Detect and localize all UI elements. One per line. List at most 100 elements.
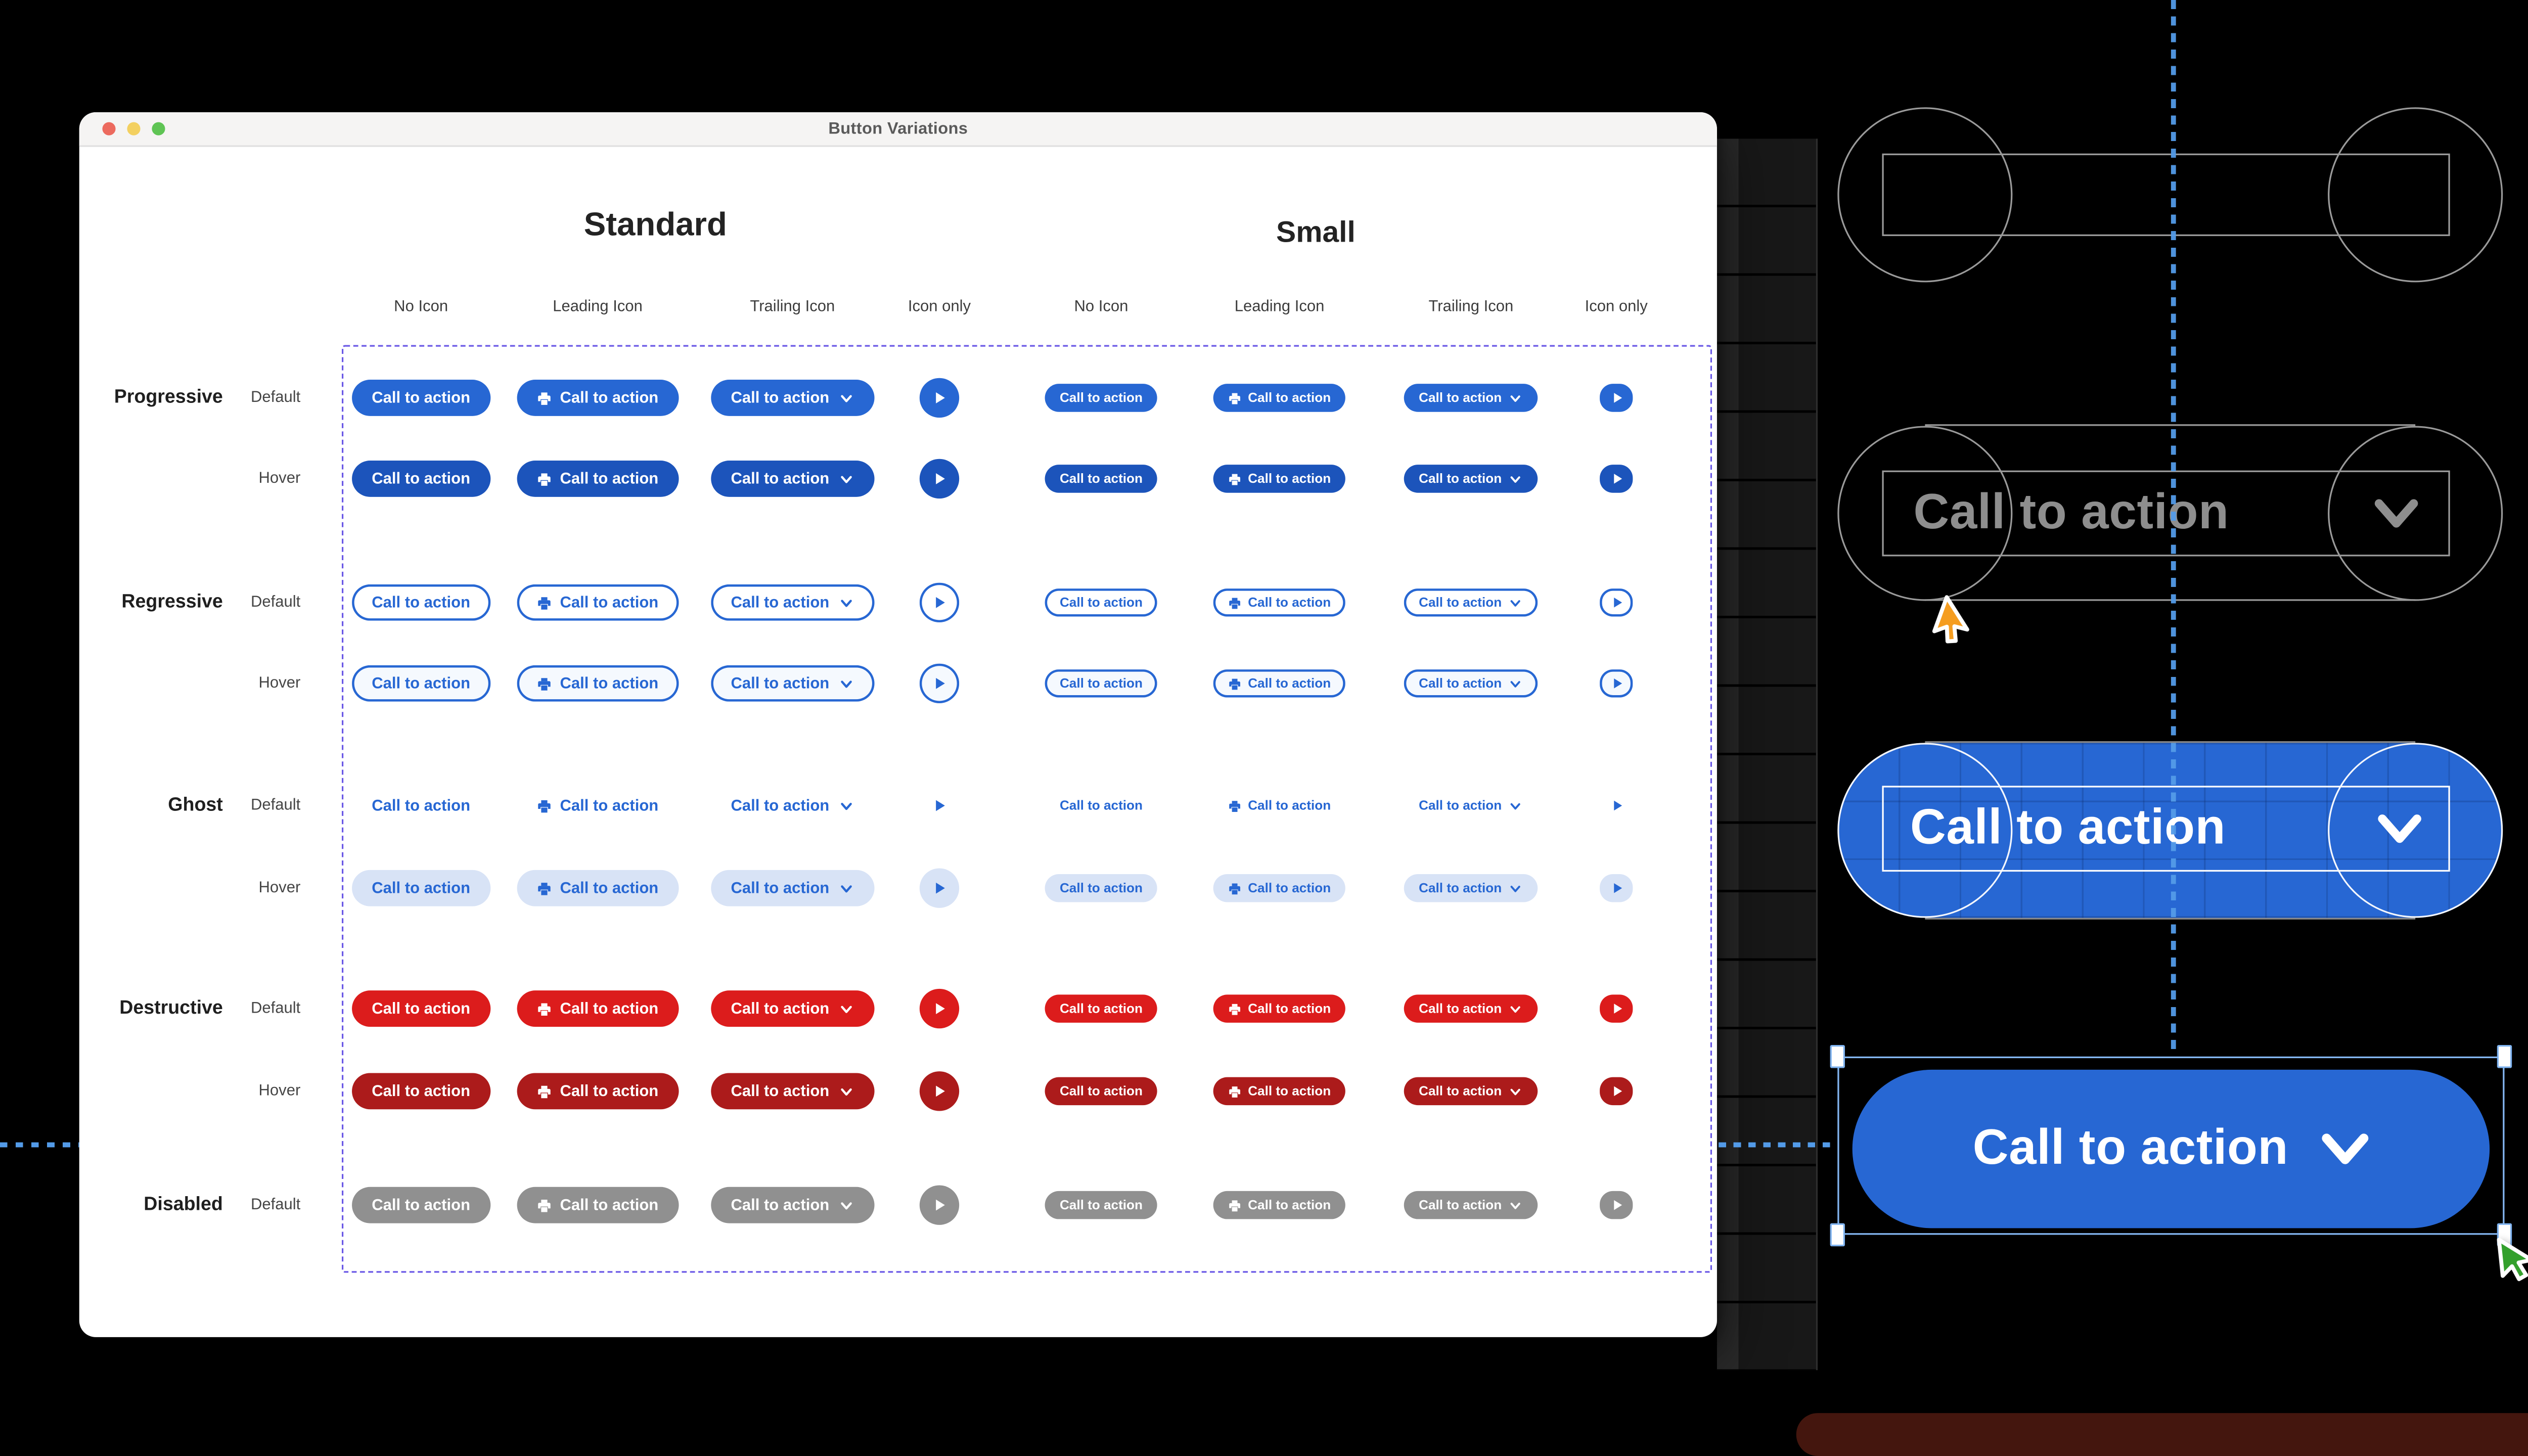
button-regressive-hover-small-icon-only[interactable] bbox=[1600, 669, 1633, 698]
button-regressive-default-standard-no-icon[interactable]: Call to action bbox=[352, 584, 490, 621]
button-progressive-hover-standard-leading-icon[interactable]: Call to action bbox=[517, 461, 679, 497]
button-regressive-default-standard-trailing-icon[interactable]: Call to action bbox=[711, 584, 874, 621]
button-regressive-hover-small-trailing-icon[interactable]: Call to action bbox=[1404, 669, 1539, 698]
blue-construction-button[interactable]: Call to action bbox=[1837, 743, 2503, 918]
button-regressive-hover-standard-leading-icon[interactable]: Call to action bbox=[517, 665, 679, 702]
button-ghost-hover-standard-leading-icon[interactable]: Call to action bbox=[517, 870, 679, 906]
button-progressive-default-small-icon-only[interactable] bbox=[1600, 384, 1633, 412]
resize-handle-top-right[interactable] bbox=[2497, 1044, 2512, 1068]
state-label-progressive-hover: Hover bbox=[258, 469, 301, 488]
button-label: Call to action bbox=[1248, 390, 1331, 405]
button-disabled-default-small-leading-icon[interactable]: Call to action bbox=[1213, 1191, 1346, 1219]
zoom-button[interactable] bbox=[152, 122, 165, 135]
button-progressive-hover-small-icon-only[interactable] bbox=[1600, 465, 1633, 493]
button-destructive-hover-standard-leading-icon[interactable]: Call to action bbox=[517, 1073, 679, 1110]
button-disabled-default-standard-leading-icon[interactable]: Call to action bbox=[517, 1187, 679, 1223]
button-progressive-default-standard-icon-only[interactable] bbox=[919, 378, 960, 418]
button-destructive-hover-small-leading-icon[interactable]: Call to action bbox=[1213, 1077, 1346, 1106]
button-ghost-default-standard-leading-icon[interactable]: Call to action bbox=[517, 788, 679, 824]
button-destructive-default-standard-trailing-icon[interactable]: Call to action bbox=[711, 990, 874, 1027]
button-ghost-default-small-leading-icon[interactable]: Call to action bbox=[1213, 792, 1346, 820]
button-regressive-default-small-no-icon[interactable]: Call to action bbox=[1045, 588, 1158, 617]
button-destructive-hover-standard-no-icon[interactable]: Call to action bbox=[352, 1073, 490, 1110]
button-destructive-hover-small-icon-only[interactable] bbox=[1600, 1077, 1633, 1106]
button-destructive-default-small-icon-only[interactable] bbox=[1600, 994, 1633, 1023]
button-destructive-default-small-no-icon[interactable]: Call to action bbox=[1045, 994, 1158, 1023]
button-regressive-hover-standard-trailing-icon[interactable]: Call to action bbox=[711, 665, 874, 702]
button-label: Call to action bbox=[1248, 1001, 1331, 1016]
button-regressive-default-standard-icon-only[interactable] bbox=[919, 582, 960, 623]
button-regressive-hover-small-no-icon[interactable]: Call to action bbox=[1045, 669, 1158, 698]
button-label: Call to action bbox=[731, 593, 830, 612]
printer-icon bbox=[1229, 800, 1240, 811]
button-regressive-hover-standard-no-icon[interactable]: Call to action bbox=[352, 665, 490, 702]
button-progressive-default-standard-leading-icon[interactable]: Call to action bbox=[517, 380, 679, 416]
button-regressive-hover-small-leading-icon[interactable]: Call to action bbox=[1213, 669, 1346, 698]
button-regressive-hover-standard-icon-only[interactable] bbox=[919, 663, 960, 704]
button-progressive-default-standard-trailing-icon[interactable]: Call to action bbox=[711, 380, 874, 416]
minimize-button[interactable] bbox=[127, 122, 141, 135]
state-label-destructive-default: Default bbox=[250, 999, 301, 1018]
button-regressive-default-small-leading-icon[interactable]: Call to action bbox=[1213, 588, 1346, 617]
button-destructive-default-standard-icon-only[interactable] bbox=[919, 988, 960, 1029]
button-progressive-hover-small-leading-icon[interactable]: Call to action bbox=[1213, 465, 1346, 493]
button-label: Call to action bbox=[560, 879, 659, 897]
button-ghost-hover-standard-trailing-icon[interactable]: Call to action bbox=[711, 870, 874, 906]
selected-cta-button[interactable]: Call to action bbox=[1852, 1069, 2490, 1228]
group-title-small: Small bbox=[1276, 215, 1356, 249]
printer-icon bbox=[538, 677, 551, 690]
printer-icon bbox=[1229, 392, 1240, 403]
button-ghost-default-standard-icon-only[interactable] bbox=[920, 786, 959, 825]
button-progressive-hover-small-trailing-icon[interactable]: Call to action bbox=[1404, 465, 1539, 493]
button-progressive-hover-standard-trailing-icon[interactable]: Call to action bbox=[711, 461, 874, 497]
button-ghost-hover-standard-icon-only[interactable] bbox=[919, 868, 960, 908]
button-progressive-hover-standard-icon-only[interactable] bbox=[919, 459, 960, 499]
button-destructive-default-standard-leading-icon[interactable]: Call to action bbox=[517, 990, 679, 1027]
button-ghost-hover-small-trailing-icon[interactable]: Call to action bbox=[1404, 874, 1539, 902]
button-disabled-default-standard-trailing-icon[interactable]: Call to action bbox=[711, 1187, 874, 1223]
button-ghost-hover-small-leading-icon[interactable]: Call to action bbox=[1213, 874, 1346, 902]
button-label: Call to action bbox=[731, 674, 830, 693]
button-destructive-default-standard-no-icon[interactable]: Call to action bbox=[352, 990, 490, 1027]
button-destructive-default-small-trailing-icon[interactable]: Call to action bbox=[1404, 994, 1539, 1023]
button-ghost-hover-small-no-icon[interactable]: Call to action bbox=[1045, 874, 1158, 902]
button-destructive-hover-small-trailing-icon[interactable]: Call to action bbox=[1404, 1077, 1539, 1106]
button-label: Call to action bbox=[1419, 676, 1502, 691]
resize-handle-bottom-left[interactable] bbox=[1830, 1223, 1845, 1247]
button-disabled-default-small-icon-only[interactable] bbox=[1600, 1191, 1633, 1219]
button-ghost-default-standard-trailing-icon[interactable]: Call to action bbox=[711, 788, 874, 824]
window-titlebar[interactable]: Button Variations bbox=[79, 112, 1717, 147]
button-destructive-hover-standard-icon-only[interactable] bbox=[919, 1071, 960, 1111]
button-progressive-default-standard-no-icon[interactable]: Call to action bbox=[352, 380, 490, 416]
button-regressive-default-standard-leading-icon[interactable]: Call to action bbox=[517, 584, 679, 621]
button-label: Call to action bbox=[1248, 595, 1331, 610]
button-progressive-hover-small-no-icon[interactable]: Call to action bbox=[1045, 465, 1158, 493]
button-regressive-default-small-icon-only[interactable] bbox=[1600, 588, 1633, 617]
button-disabled-default-small-no-icon[interactable]: Call to action bbox=[1045, 1191, 1158, 1219]
button-progressive-hover-standard-no-icon[interactable]: Call to action bbox=[352, 461, 490, 497]
button-disabled-default-standard-icon-only[interactable] bbox=[919, 1185, 960, 1225]
button-ghost-default-small-trailing-icon[interactable]: Call to action bbox=[1404, 792, 1538, 820]
close-button[interactable] bbox=[102, 122, 116, 135]
resize-handle-top-left[interactable] bbox=[1830, 1044, 1845, 1068]
button-label: Call to action bbox=[1419, 1197, 1502, 1213]
column-header-leading-icon: Leading Icon bbox=[1234, 298, 1325, 316]
button-label: Call to action bbox=[372, 796, 471, 815]
button-ghost-default-standard-no-icon[interactable]: Call to action bbox=[352, 788, 490, 824]
button-destructive-hover-standard-trailing-icon[interactable]: Call to action bbox=[711, 1073, 874, 1110]
button-ghost-hover-standard-no-icon[interactable]: Call to action bbox=[352, 870, 490, 906]
button-disabled-default-small-trailing-icon[interactable]: Call to action bbox=[1404, 1191, 1539, 1219]
button-progressive-default-small-no-icon[interactable]: Call to action bbox=[1045, 384, 1158, 412]
button-ghost-hover-small-icon-only[interactable] bbox=[1600, 874, 1633, 902]
button-ghost-default-small-no-icon[interactable]: Call to action bbox=[1045, 792, 1158, 820]
play-icon bbox=[1613, 800, 1621, 811]
button-disabled-default-standard-no-icon[interactable]: Call to action bbox=[352, 1187, 490, 1223]
button-destructive-hover-small-no-icon[interactable]: Call to action bbox=[1045, 1077, 1158, 1106]
button-progressive-default-small-leading-icon[interactable]: Call to action bbox=[1213, 384, 1346, 412]
printer-icon bbox=[1229, 882, 1240, 894]
button-regressive-default-small-trailing-icon[interactable]: Call to action bbox=[1404, 588, 1539, 617]
button-ghost-default-small-icon-only[interactable] bbox=[1600, 792, 1633, 820]
button-destructive-default-small-leading-icon[interactable]: Call to action bbox=[1213, 994, 1346, 1023]
printer-icon bbox=[1229, 1085, 1240, 1097]
button-progressive-default-small-trailing-icon[interactable]: Call to action bbox=[1404, 384, 1539, 412]
